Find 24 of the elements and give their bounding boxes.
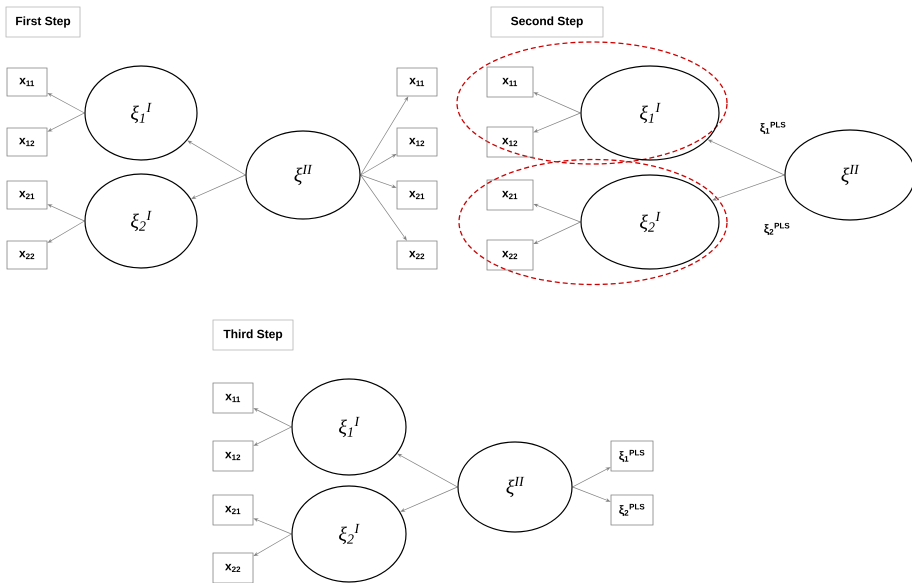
indicator-box: x$_{22}$ [486, 240, 534, 270]
indicator-box: x$_{11}$ [486, 66, 534, 98]
edge-label: ξ$_{2}$PLS [762, 222, 792, 236]
step-title-box: First Step [6, 6, 80, 38]
step-title-box: Third Step [212, 320, 294, 350]
group-outline [456, 41, 728, 165]
indicator-box: ξ$_{2}$PLS [610, 494, 654, 526]
indicator-box: x$_{22}$ [396, 240, 438, 270]
indicator-box: x$_{22}$ [6, 240, 48, 270]
indicator-box: x$_{22}$ [212, 552, 254, 583]
step-title-box: Second Step [490, 6, 604, 38]
indicator-box: x$_{21}$ [212, 494, 254, 526]
indicator-box: x$_{12}$ [396, 128, 438, 156]
indicator-box: x$_{11}$ [212, 382, 254, 414]
group-outline [458, 158, 728, 286]
indicator-box: x$_{11}$ [396, 68, 438, 96]
indicator-box: x$_{11}$ [6, 68, 48, 96]
indicator-box: ξ$_{1}$PLS [610, 440, 654, 472]
indicator-box: x$_{21}$ [6, 180, 48, 210]
indicator-box: x$_{21}$ [486, 180, 534, 210]
indicator-box: x$_{12}$ [486, 126, 534, 158]
indicator-box: x$_{12}$ [212, 440, 254, 472]
indicator-box: x$_{12}$ [6, 128, 48, 156]
indicator-box: x$_{21}$ [396, 180, 438, 210]
